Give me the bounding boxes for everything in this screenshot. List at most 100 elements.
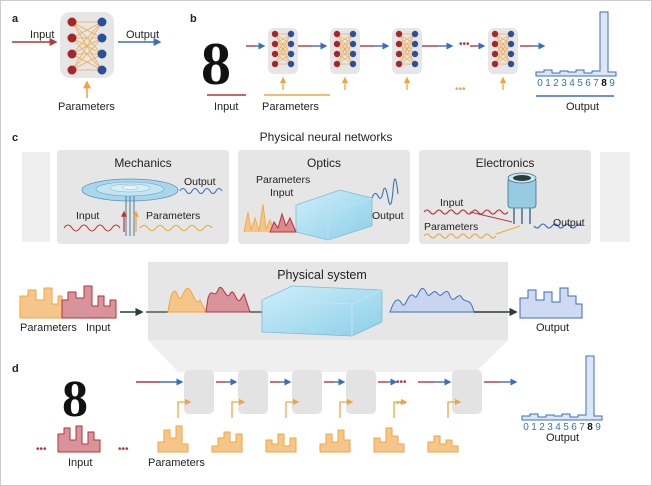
optics-input-wave xyxy=(269,212,297,233)
panel-a-parameters-label: Parameters xyxy=(58,101,115,113)
panel-d-parameter-arrow xyxy=(393,398,408,418)
panel-d-parameter-arrow xyxy=(231,398,246,418)
panel-d-layer-box xyxy=(184,370,214,414)
panel-b-node-output xyxy=(507,30,515,38)
panel-b-connection xyxy=(274,43,292,65)
panel-b-node-output xyxy=(287,60,295,68)
histogram-digit-label: 0 xyxy=(523,422,529,433)
histogram-digit-label: 5 xyxy=(577,78,583,89)
mechanics-membrane-illustration xyxy=(81,178,179,236)
optics-output-wave xyxy=(371,178,399,205)
panel-b-connection xyxy=(336,33,354,55)
histogram-digit-label: 4 xyxy=(569,78,575,89)
physical-output-signal xyxy=(519,287,583,319)
panel-a-network-connections xyxy=(71,21,103,71)
electronics-transistor-illustration xyxy=(507,172,537,224)
panel-b-node-output xyxy=(287,50,295,58)
panel-d-letter: d xyxy=(12,363,19,375)
panel-b-node-input xyxy=(333,30,341,38)
histogram-digit-label: 9 xyxy=(609,78,615,89)
panel-b-node-input xyxy=(271,60,279,68)
histogram-digit-label: 0 xyxy=(537,78,543,89)
electronics-input-wire xyxy=(469,211,513,223)
panel-b-node-output xyxy=(349,40,357,48)
panel-b-node-output xyxy=(411,30,419,38)
mechanics-input-label: Input xyxy=(76,210,99,222)
histogram-digit-label: 9 xyxy=(595,422,601,433)
panel-b-node-input xyxy=(333,60,341,68)
optics-parameters-label: Parameters xyxy=(256,174,310,186)
panel-d-output-label: Output xyxy=(546,432,579,444)
histogram-digit-label: 8 xyxy=(587,422,593,433)
panel-d-parameter-signals xyxy=(157,398,462,453)
optics-input-label: Input xyxy=(270,187,293,199)
panel-a-input-nodes xyxy=(67,17,77,75)
panel-b-connection xyxy=(494,33,512,65)
panel-b-node-input xyxy=(491,50,499,58)
panel-d-parameter-arrow xyxy=(447,398,462,418)
physical-parameters-wave xyxy=(167,287,207,313)
electronics-input-label: Input xyxy=(440,197,463,209)
panel-d-parameter-signal xyxy=(427,435,459,453)
panel-d-layer-box xyxy=(452,370,482,414)
panel-b-connection xyxy=(336,43,354,65)
panel-b-node-output xyxy=(349,60,357,68)
panel-c-right-faded-panel xyxy=(600,152,630,242)
panel-b-connection xyxy=(398,33,416,65)
panel-b-parameters-label: Parameters xyxy=(262,101,319,113)
panel-b-node-output xyxy=(411,40,419,48)
electronics-parameters-wire xyxy=(495,225,521,235)
histogram-digit-label: 6 xyxy=(585,78,591,89)
histogram-outline xyxy=(535,11,617,77)
panel-d-parameter-arrow xyxy=(285,398,300,418)
panel-d-layer-box xyxy=(346,370,376,414)
electronics-output-label: Output xyxy=(553,217,585,229)
physical-crystal-illustration xyxy=(261,285,383,337)
panel-b-node-input xyxy=(395,60,403,68)
panel-a-letter: a xyxy=(12,13,19,25)
physical-parameters-label: Parameters xyxy=(20,322,77,334)
panel-a-output-nodes xyxy=(97,17,107,75)
physical-parameters-signal xyxy=(19,287,63,319)
panel-d-param-dots: ••• xyxy=(396,398,407,409)
panel-b-node-input xyxy=(491,60,499,68)
panel-b-node-output xyxy=(411,50,419,58)
electronics-parameters-label: Parameters xyxy=(424,221,478,233)
panel-c-left-faded-panel xyxy=(22,152,50,242)
electronics-input-wave xyxy=(423,209,509,215)
panel-b-connection xyxy=(398,33,416,55)
panel-b-node-input xyxy=(271,50,279,58)
physical-input-label: Input xyxy=(86,322,110,334)
panel-b-connection xyxy=(398,43,416,65)
optics-title: Optics xyxy=(307,156,341,170)
panel-d-parameter-arrow xyxy=(339,398,354,418)
histogram-digit-label: 7 xyxy=(593,78,599,89)
panel-c-title: Physical neural networks xyxy=(260,130,393,144)
panel-b-node-output xyxy=(349,30,357,38)
panel-b-node-output xyxy=(507,50,515,58)
histogram-digit-label: 3 xyxy=(561,78,567,89)
histogram-outline xyxy=(521,355,603,421)
electronics-output-wave xyxy=(533,223,583,229)
electronics-title: Electronics xyxy=(476,156,535,170)
panel-d-input-signal xyxy=(57,425,101,453)
histogram-digit-label: 3 xyxy=(547,422,553,433)
panel-a-output-label: Output xyxy=(126,29,159,41)
panel-d-layer-box xyxy=(238,370,268,414)
histogram-digit-label: 1 xyxy=(545,78,551,89)
mechanics-parameters-wave xyxy=(139,224,213,232)
panel-b-node-input xyxy=(395,40,403,48)
panel-b-input-label: Input xyxy=(214,101,238,113)
panel-b-letter: b xyxy=(190,13,197,25)
panel-d-parameter-signal xyxy=(211,431,243,453)
panel-d-parameter-signal xyxy=(265,433,297,453)
mechanics-title: Mechanics xyxy=(114,156,171,170)
histogram-digit-label: 7 xyxy=(579,422,585,433)
histogram-digit-label: 8 xyxy=(601,78,607,89)
panel-d-input-label: Input xyxy=(68,457,92,469)
panel-b-digit-image: 8 xyxy=(201,31,231,97)
panel-b-node-input xyxy=(333,50,341,58)
panel-b-node-output xyxy=(287,40,295,48)
physical-input-signal xyxy=(61,285,117,319)
histogram-digit-label: 5 xyxy=(563,422,569,433)
